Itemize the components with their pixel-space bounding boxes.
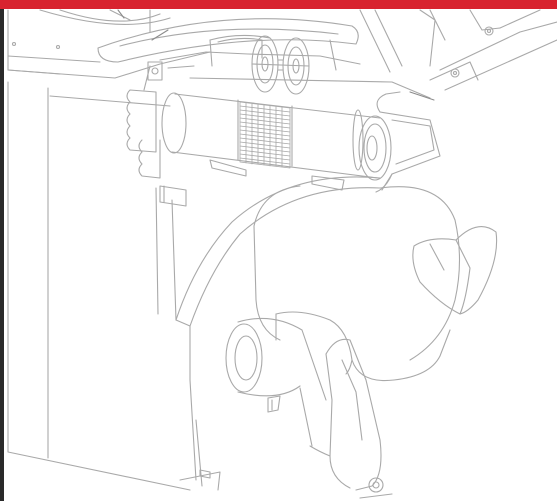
right-arm-bracket xyxy=(376,92,440,192)
tool-tray xyxy=(98,10,358,62)
accent-header-bar xyxy=(0,0,557,9)
lower-lever-arm xyxy=(300,339,392,498)
roller-shaft xyxy=(162,93,391,190)
shaft-boss xyxy=(226,318,326,400)
detail-accent-lines xyxy=(118,10,434,100)
knurled-sleeve xyxy=(240,102,290,168)
lower-cabinet xyxy=(8,82,380,490)
left-gear-stack xyxy=(127,62,186,206)
twin-pulley xyxy=(252,36,309,94)
upper-frame-rails xyxy=(160,35,430,98)
side-spout xyxy=(413,227,497,314)
upper-housing xyxy=(8,10,557,90)
left-edge-border xyxy=(0,9,4,501)
chute-casting xyxy=(254,186,460,381)
